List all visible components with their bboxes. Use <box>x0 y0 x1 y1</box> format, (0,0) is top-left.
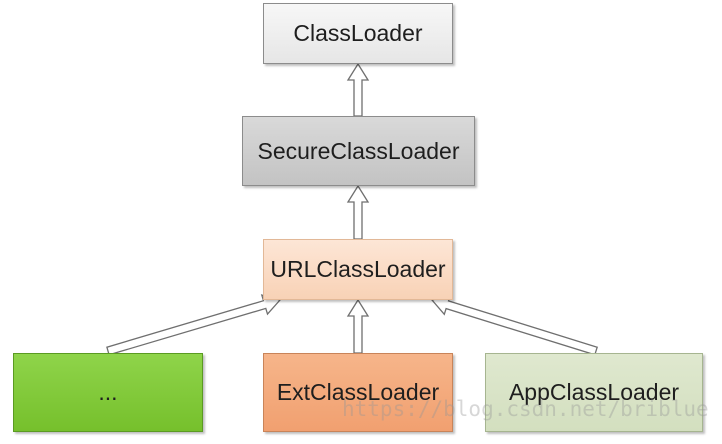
arrow-ellipsis-to-url <box>106 294 282 356</box>
arrow-url-to-secure <box>346 184 370 240</box>
ellipsis-label: ... <box>98 379 118 405</box>
arrow-app-to-url <box>430 294 599 356</box>
secure-classloader-label: SecureClassLoader <box>257 137 460 164</box>
ext-classloader-label: ExtClassLoader <box>276 379 440 405</box>
app-classloader-node: AppClassLoader <box>485 353 703 432</box>
ext-classloader-node: ExtClassLoader <box>263 353 453 432</box>
ellipsis-node: ... <box>13 353 203 432</box>
classloader-label: ClassLoader <box>293 20 423 46</box>
url-classloader-label: URLClassLoader <box>270 256 446 282</box>
classloader-node: ClassLoader <box>263 3 453 64</box>
url-classloader-node: URLClassLoader <box>263 239 453 300</box>
arrow-secure-to-classloader <box>346 62 370 117</box>
arrow-ext-to-url <box>346 298 370 354</box>
secure-classloader-node: SecureClassLoader <box>242 116 475 186</box>
app-classloader-label: AppClassLoader <box>508 379 680 405</box>
